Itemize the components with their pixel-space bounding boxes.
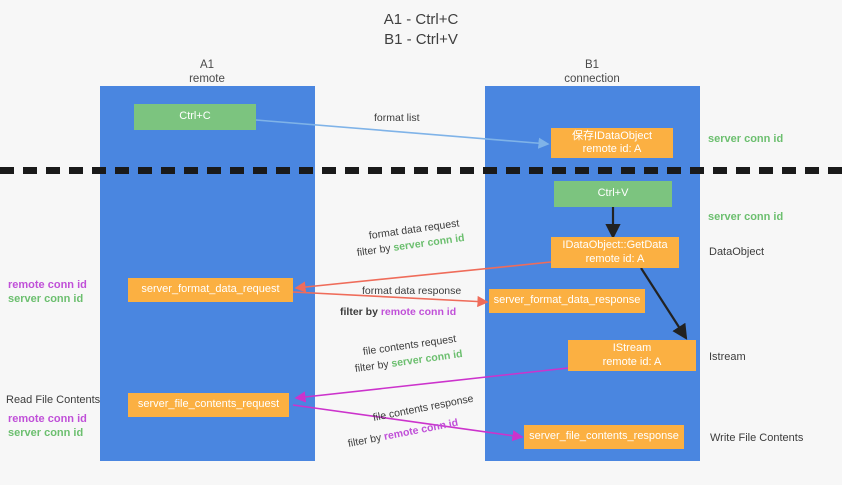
- box-save-idataobject-line1: 保存IDataObject: [571, 129, 653, 142]
- annotation-left-remote-conn-id-1: remote conn id: [8, 279, 87, 291]
- box-idataobject-getdata[interactable]: IDataObject::GetData remote id: A: [551, 237, 679, 268]
- box-ctrl-c[interactable]: Ctrl+C: [134, 104, 256, 130]
- title-line-1: A1 - Ctrl+C: [383, 11, 459, 28]
- column-header-b1-name: B1: [584, 59, 600, 71]
- annotation-right-dataobject: DataObject: [709, 246, 765, 258]
- annotation-left-server-conn-id-2: server conn id: [8, 427, 84, 439]
- column-header-a1-name: A1: [199, 59, 215, 71]
- title-line-2: B1 - Ctrl+V: [384, 31, 458, 48]
- edge-label-format-data-response-text: format data response: [362, 285, 462, 297]
- edge-label-format-list-text: format list: [374, 112, 420, 124]
- box-idataobject-getdata-line1: IDataObject::GetData: [562, 239, 668, 251]
- box-save-idataobject[interactable]: 保存IDataObject remote id: A: [551, 128, 673, 158]
- box-server-format-data-request[interactable]: server_format_data_request: [128, 278, 293, 302]
- annotation-right-write-file-contents: Write File Contents: [710, 432, 804, 444]
- box-ctrl-v[interactable]: Ctrl+V: [554, 181, 672, 207]
- box-server-file-contents-response[interactable]: server_file_contents_response: [524, 425, 684, 449]
- box-server-file-contents-request-label: server_file_contents_request: [137, 398, 280, 411]
- edge-label-format-data-response-filter: filter by remote conn id: [340, 305, 456, 319]
- box-ctrl-c-label: Ctrl+C: [179, 110, 211, 123]
- annotation-right-server-conn-id-2: server conn id: [708, 211, 784, 223]
- column-header-a1: A1 remote: [117, 58, 297, 86]
- box-server-format-data-response[interactable]: server_format_data_response: [489, 289, 645, 313]
- diagram-title: A1 - Ctrl+C B1 - Ctrl+V: [0, 10, 842, 50]
- box-istream-line1: IStream: [612, 342, 652, 354]
- box-server-file-contents-request[interactable]: server_file_contents_request: [128, 393, 289, 417]
- box-ctrl-v-label: Ctrl+V: [597, 187, 629, 200]
- arrow-format-data-response: [292, 291, 489, 308]
- arrow-file-contents-response: [292, 404, 524, 442]
- edge-label-format-data-response: format data response: [362, 284, 461, 298]
- column-header-b1: B1 connection: [502, 58, 682, 86]
- annotation-left-read-file-contents: Read File Contents: [6, 394, 101, 406]
- box-save-idataobject-line2: remote id: A: [582, 143, 642, 155]
- edge-label-format-list: format list: [374, 111, 420, 125]
- box-idataobject-getdata-line2: remote id: A: [585, 252, 645, 265]
- arrow-format-list: [255, 119, 550, 149]
- box-server-format-data-response-label: server_format_data_response: [493, 294, 641, 307]
- box-server-format-data-request-label: server_format_data_request: [141, 283, 280, 296]
- filter-value-remote-conn-id: remote conn id: [380, 306, 457, 318]
- annotation-left-remote-conn-id-2: remote conn id: [8, 413, 87, 425]
- box-istream-line2: remote id: A: [602, 355, 662, 368]
- filter-prefix: filter by: [340, 306, 381, 318]
- box-server-file-contents-response-label: server_file_contents_response: [529, 430, 679, 443]
- annotation-right-server-conn-id-1: server conn id: [708, 133, 784, 145]
- arrow-getdata-to-istream: [640, 267, 688, 340]
- annotation-right-istream: Istream: [709, 351, 746, 363]
- column-header-a1-sub: remote: [189, 73, 225, 85]
- column-header-b1-sub: connection: [564, 73, 620, 85]
- arrow-file-contents-request: [294, 367, 569, 403]
- arrow-format-data-request: [294, 261, 552, 293]
- box-istream[interactable]: IStream remote id: A: [568, 340, 696, 371]
- dashed-separator: [0, 167, 842, 174]
- annotation-left-server-conn-id-1: server conn id: [8, 293, 84, 305]
